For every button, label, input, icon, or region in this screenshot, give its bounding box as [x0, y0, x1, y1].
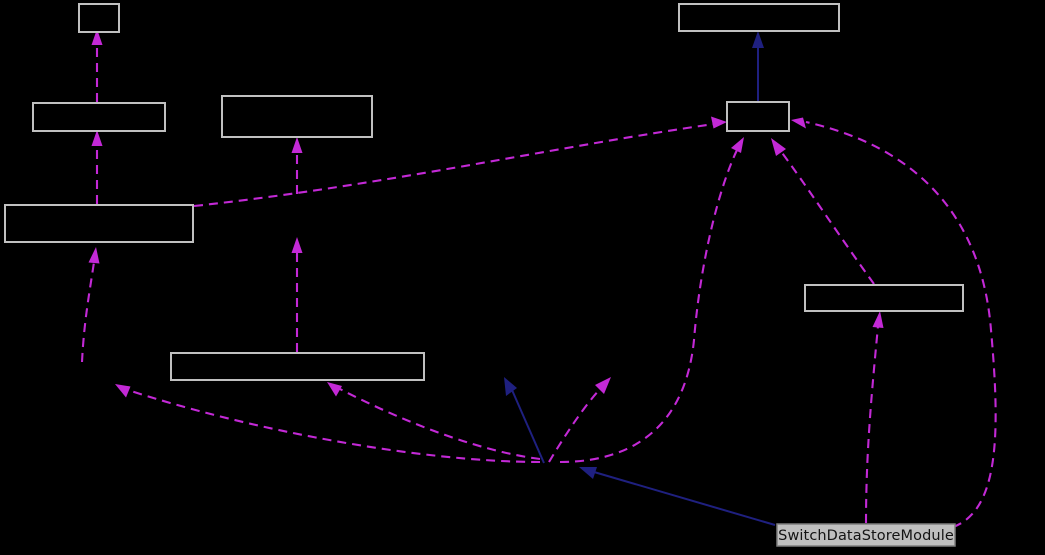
edge-n8-to-n7	[771, 138, 875, 285]
node-box-6[interactable]	[678, 3, 840, 32]
edge-n7-to-n6	[752, 31, 764, 101]
node-switchdatastoremodule-label: SwitchDataStoreModule	[778, 528, 954, 544]
node-box-5[interactable]	[170, 352, 425, 381]
edge-n3-upper-stub	[291, 137, 303, 194]
edge-n4-to-n7	[193, 116, 727, 208]
edge-hub-to-n7-left	[559, 137, 744, 464]
edge-n5-to-n3	[291, 237, 303, 352]
edge-n9-to-n7-outer	[791, 117, 997, 528]
node-box-switchdatastoremodule[interactable]: SwitchDataStoreModule	[776, 523, 956, 547]
edge-hub-up-left-inherit	[504, 377, 545, 464]
edge-hub-up-right-usage	[548, 377, 611, 463]
edge-n9-to-n8	[864, 311, 884, 524]
edge-hub-to-n5	[327, 382, 541, 461]
edge-n9-to-hub	[579, 467, 776, 526]
node-box-4[interactable]	[4, 204, 194, 243]
node-box-8[interactable]	[804, 284, 964, 312]
node-box-3[interactable]	[221, 95, 373, 138]
edge-n2-to-n1	[91, 29, 103, 102]
node-layer: SwitchDataStoreModule	[4, 3, 964, 547]
node-box-7[interactable]	[726, 101, 790, 132]
edge-n4-to-n2	[91, 130, 103, 204]
node-box-1[interactable]	[78, 3, 120, 33]
node-box-2[interactable]	[32, 102, 166, 132]
edge-layer	[80, 29, 997, 528]
edge-hub-to-n4	[115, 384, 541, 464]
edge-n4-bottom-riser	[80, 247, 100, 363]
